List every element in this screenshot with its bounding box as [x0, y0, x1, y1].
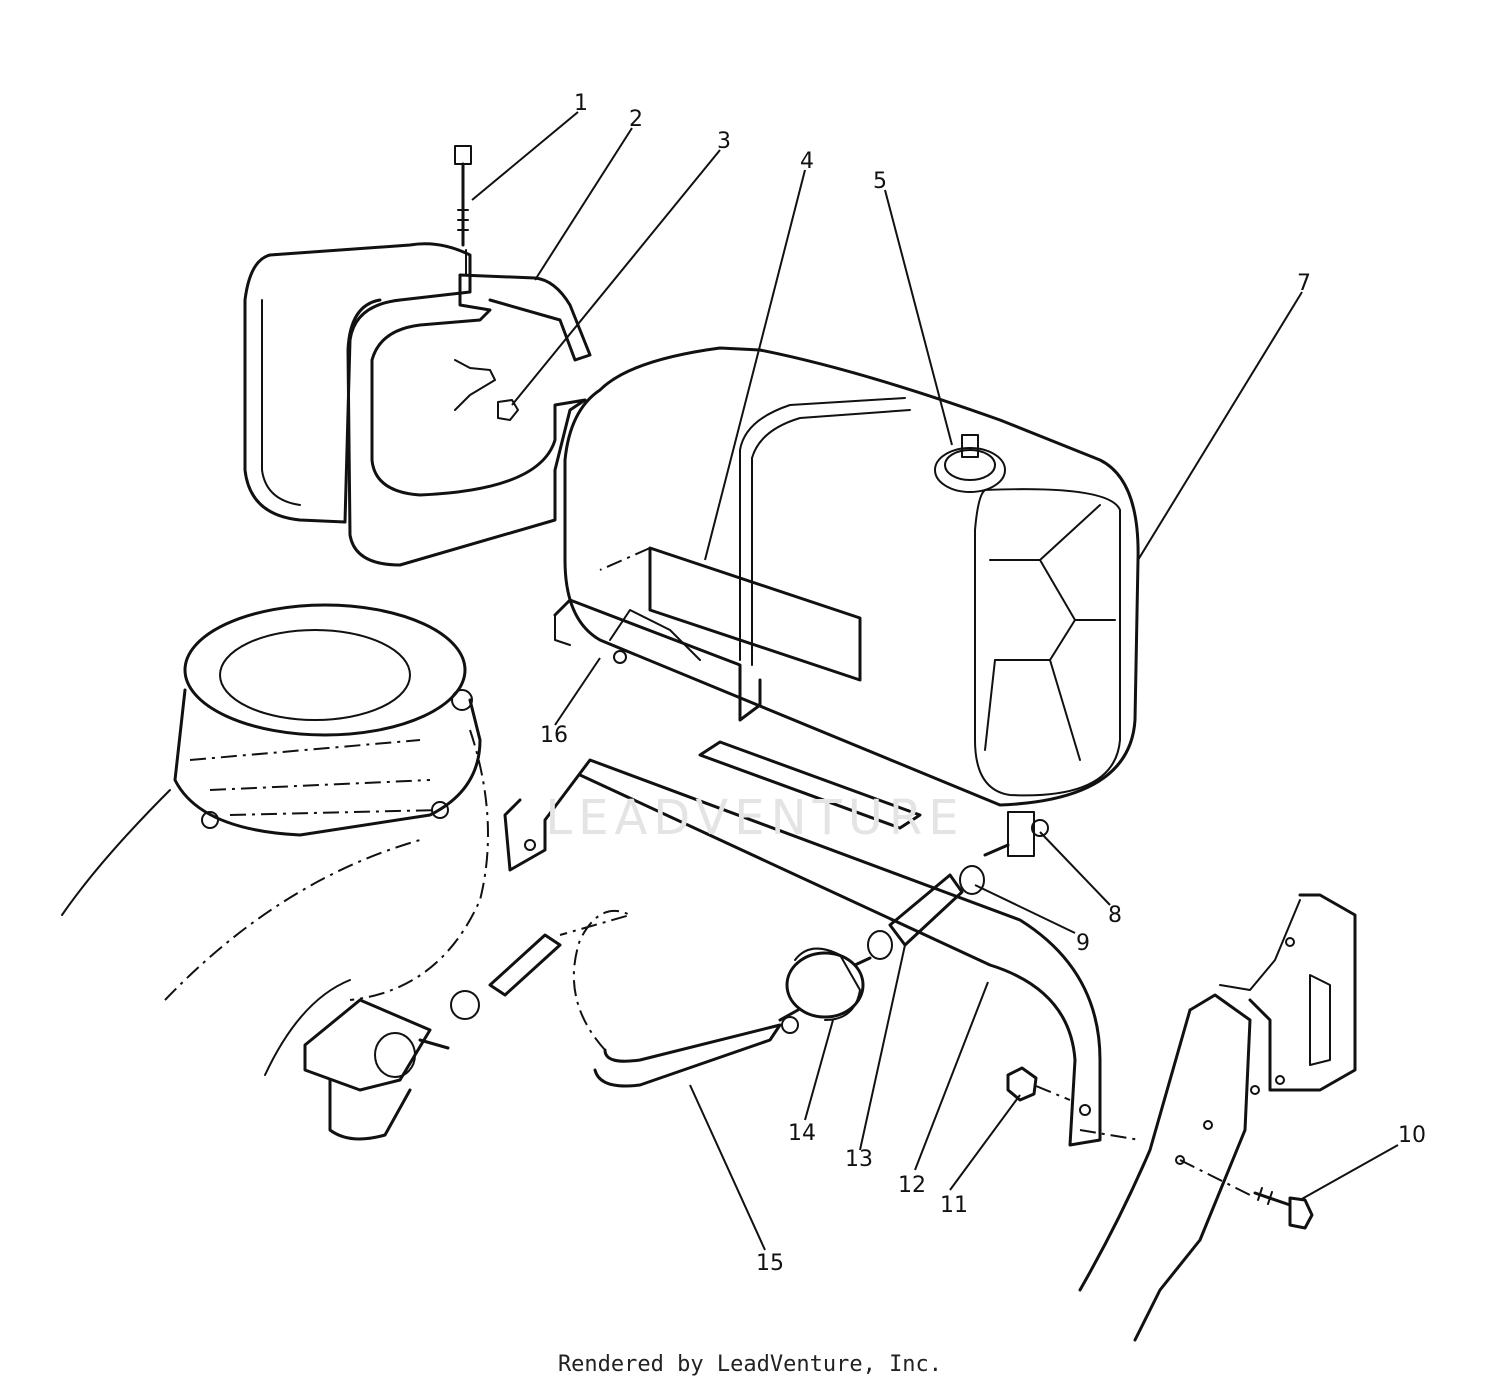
fuel-filter-item-14 [778, 947, 872, 1034]
carburetor-elbow [303, 998, 450, 1141]
bolt-item-1 [454, 145, 472, 276]
fitting-item-8 [983, 811, 1049, 857]
tank-bracket-item-16 [553, 547, 762, 722]
callout-11: 11 [940, 1193, 968, 1218]
shroud-inner-frame [346, 273, 592, 567]
tank-pad-item-4 [648, 546, 862, 682]
fuel-tank-item-7 [563, 346, 1140, 807]
leader-lines [471, 111, 1399, 1251]
callout-1: 1 [574, 91, 588, 116]
fuel-cap-item-5 [934, 434, 1006, 493]
nut-item-11 [1006, 1066, 1071, 1102]
callout-3: 3 [717, 129, 731, 154]
support-strap-item-12 [503, 758, 1102, 1147]
fuel-hose-item-13 [867, 873, 964, 960]
callout-15: 15 [756, 1251, 784, 1276]
bolt-item-10 [1253, 1187, 1314, 1230]
nut-item-3 [497, 399, 519, 421]
callout-labels: 1 2 3 4 5 7 8 9 10 11 12 13 14 15 16 [540, 91, 1426, 1276]
callout-2: 2 [629, 107, 643, 132]
fuel-line-item-15 [450, 910, 782, 1088]
shroud-outer-panel [243, 242, 472, 524]
callout-7: 7 [1297, 271, 1311, 296]
callout-10: 10 [1398, 1123, 1426, 1148]
callout-4: 4 [800, 149, 814, 174]
callout-8: 8 [1108, 903, 1122, 928]
callout-9: 9 [1076, 931, 1090, 956]
callout-5: 5 [873, 169, 887, 194]
clamp-item-9 [959, 865, 985, 895]
lower-tank-pad [698, 740, 922, 830]
frame-bracket [1078, 893, 1357, 1342]
callout-14: 14 [788, 1121, 816, 1146]
engine-air-cleaner [173, 603, 482, 837]
callout-16: 16 [540, 723, 568, 748]
callout-12: 12 [898, 1173, 926, 1198]
callout-13: 13 [845, 1147, 873, 1172]
footer-credit: Rendered by LeadVenture, Inc. [557, 1352, 943, 1377]
engine-body-outline [61, 729, 489, 1076]
